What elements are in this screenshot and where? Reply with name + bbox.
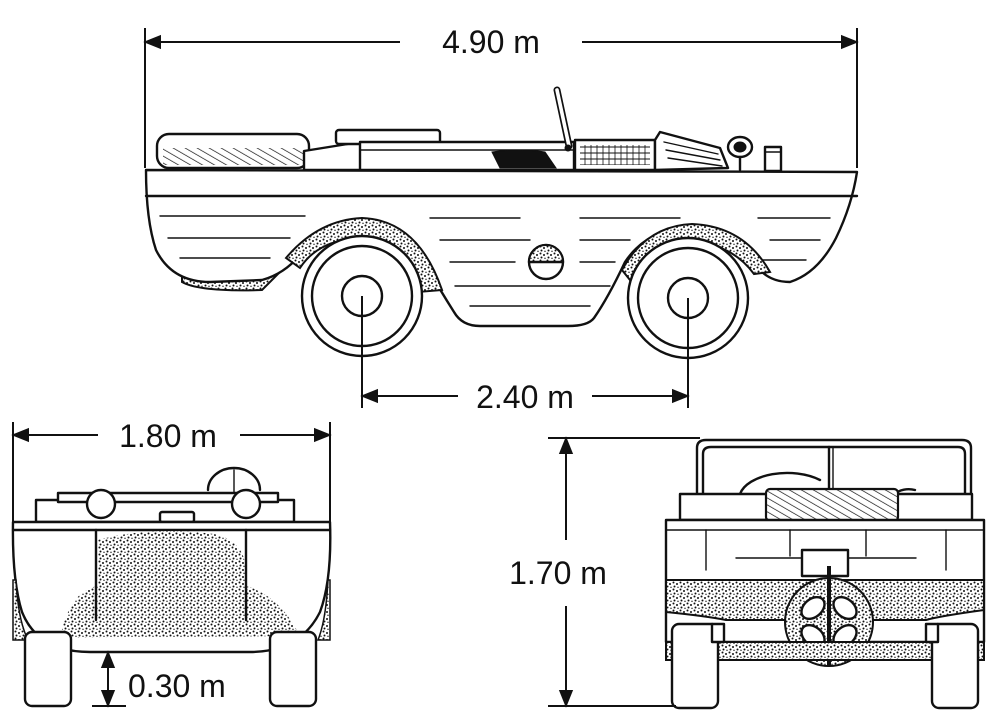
height-label: 1.70 m — [509, 555, 607, 591]
exhaust-post — [763, 145, 783, 173]
rear-view-tire-right — [268, 630, 318, 708]
rear-light-left — [85, 488, 117, 520]
hull-emblem — [527, 243, 565, 281]
wheelbase-label: 2.40 m — [476, 379, 574, 415]
rear-view: 1.80 m 0.30 m — [11, 418, 332, 708]
spare-tire — [155, 132, 311, 170]
windshield-frame — [553, 86, 573, 152]
steering-wheel — [206, 466, 262, 492]
clearance-label: 0.30 m — [128, 668, 226, 704]
headlight — [726, 135, 754, 172]
wheelbase-dimension: 2.40 m — [360, 296, 690, 415]
front-view-tire-right — [930, 622, 980, 710]
height-dimension: 1.70 m — [509, 436, 700, 708]
rear-view-tire-left — [23, 630, 73, 708]
driver-seat — [491, 149, 557, 169]
front-deck-grille — [573, 130, 730, 172]
hull — [144, 168, 859, 328]
width-dimension: 1.80 m — [11, 418, 332, 522]
front-steering-wheel — [738, 471, 822, 496]
length-dimension: 4.90 m — [143, 24, 859, 168]
side-view: 4.90 m 2.40 m — [143, 24, 859, 415]
front-view: 1.70 m — [509, 436, 986, 710]
front-spare-tire — [764, 487, 900, 523]
windshield — [695, 438, 973, 494]
front-hitch — [800, 548, 850, 578]
front-view-tire-left — [670, 622, 720, 710]
rear-light-right — [230, 488, 262, 520]
length-label: 4.90 m — [442, 24, 540, 60]
width-label: 1.80 m — [119, 418, 217, 454]
clearance-dimension: 0.30 m — [92, 650, 226, 708]
hull-planking — [159, 215, 831, 307]
